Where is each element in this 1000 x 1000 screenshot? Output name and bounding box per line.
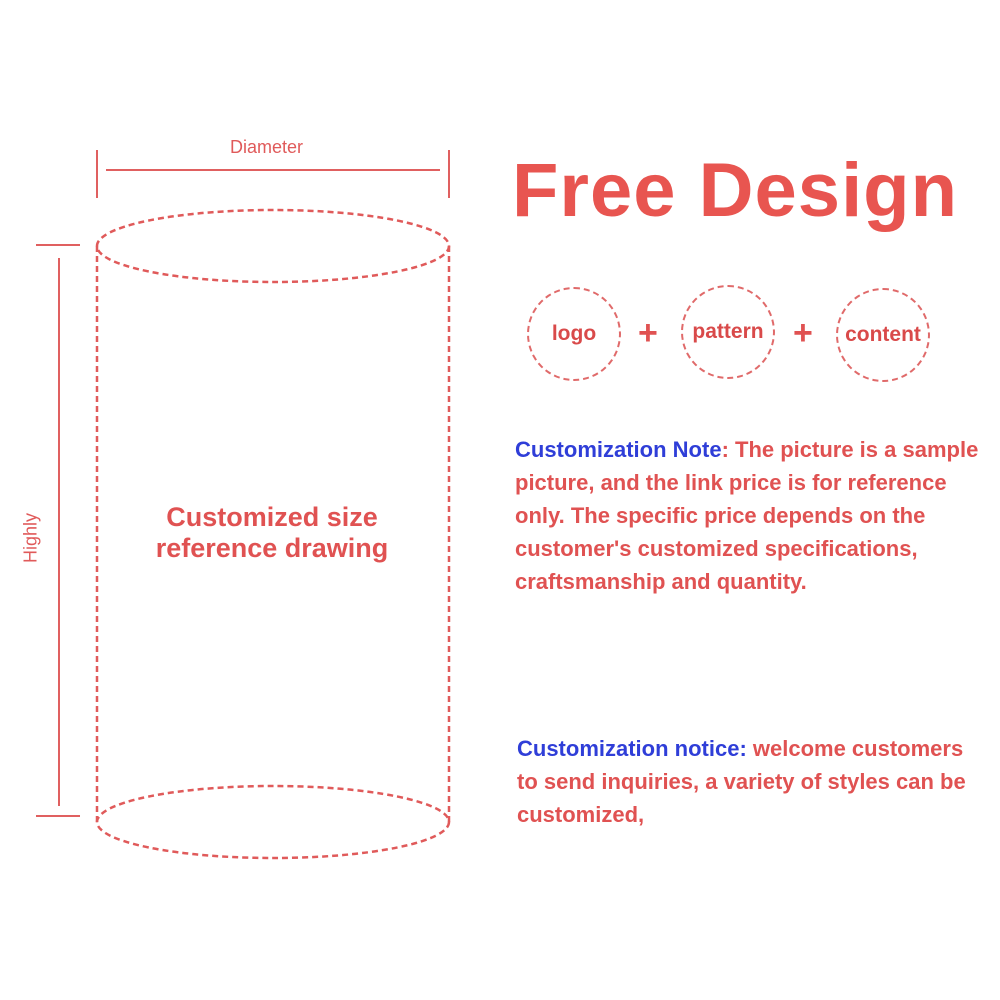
plus-sign: +: [793, 314, 813, 352]
bubble-label: content: [845, 323, 921, 346]
content-bubble: content: [836, 288, 930, 382]
note-lead: Customization notice:: [517, 736, 747, 761]
cylinder-top: [95, 208, 451, 284]
diameter-label: Diameter: [230, 137, 304, 157]
bubble-label: logo: [551, 322, 597, 345]
customization-note: Customization Note: The picture is a sam…: [515, 433, 995, 598]
pattern-bubble: pattern: [681, 285, 775, 379]
plus-sign: +: [638, 314, 658, 352]
cylinder-bottom: [95, 784, 451, 860]
note-body: welcome customers to send inquiries, a v…: [517, 736, 966, 827]
bubble-label: pattern: [692, 320, 764, 343]
page-title: Free Design: [512, 148, 959, 233]
customization-notice: Customization notice: welcome customers …: [517, 732, 987, 831]
center-label: Customized size reference drawing: [155, 502, 389, 563]
note-lead: Customization Note: [515, 437, 722, 462]
logo-bubble: logo: [527, 287, 621, 381]
note-body: : The picture is a sample picture, and t…: [515, 437, 979, 594]
height-label: Highly: [20, 512, 41, 564]
